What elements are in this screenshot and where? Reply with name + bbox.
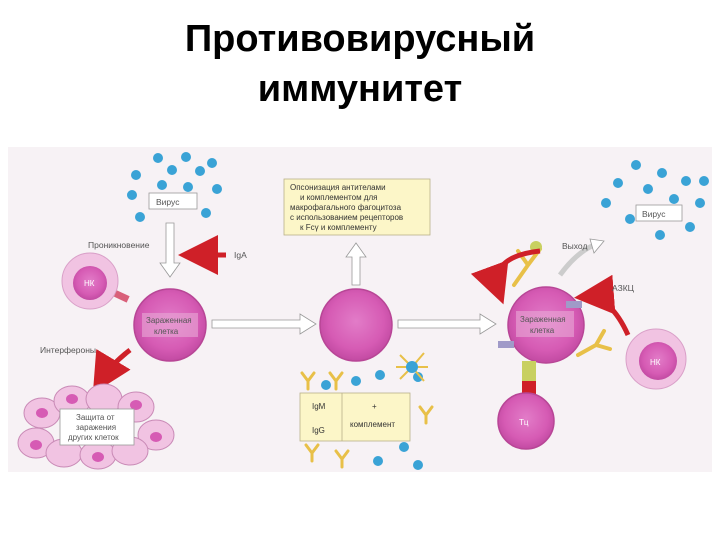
arrow-middle-to-right [397, 313, 497, 335]
iga-label: IgA [234, 250, 247, 260]
infected-cell-right-label-box [516, 311, 574, 337]
virus-label-box-right [635, 204, 683, 222]
infected-cell-left-line2: клетка [154, 327, 179, 336]
penetration-label: Проникновение [88, 240, 150, 250]
tc-label: Тц [519, 418, 529, 427]
penetration-arrow [159, 222, 181, 278]
nk-receptor-left [113, 290, 130, 303]
virus-particles-middle [321, 370, 423, 470]
arrow-left-to-middle [211, 313, 317, 335]
antibodies-right [512, 247, 612, 357]
tc-cell [497, 392, 555, 450]
nk-label-left: НК [84, 279, 95, 288]
virus-label-right: Вирус [642, 209, 666, 219]
title-line-1: Противовирусный [184, 18, 536, 60]
infected-cell-left-label-box [142, 313, 198, 337]
complement-label: комплемент [350, 420, 395, 429]
igm-label: IgM [312, 402, 326, 411]
igg-label: IgG [312, 426, 325, 435]
nk-cell-left-nucleus [73, 266, 107, 300]
protection-line2: заражения [76, 423, 116, 432]
tc-receptor [522, 361, 536, 381]
virus-particles-right [601, 160, 709, 240]
opsonization-line3: макрофагального фагоцитоза [290, 203, 402, 212]
exit-arrow-head [589, 238, 605, 254]
opsonization-line4: с использованием рецепторов [290, 213, 403, 222]
arrow-middle-up [345, 242, 367, 286]
antibody-box [299, 392, 411, 442]
macrophage-icon [396, 352, 428, 382]
antiviral-immunity-diagram: Вирус Проникновение IgA НК Зараженная кл… [8, 147, 712, 472]
exit-arrow [557, 242, 596, 277]
tc-receptor-base [522, 381, 536, 395]
opsonization-line5: к Fcγ и комплементу [300, 223, 377, 232]
receptor-right-2 [566, 301, 582, 308]
red-arrow-top [470, 248, 541, 305]
adcc-arrow [574, 274, 631, 337]
virus-particles-left [127, 152, 222, 222]
infected-cell-right-line2: клетка [530, 326, 555, 335]
virus-label-box [148, 192, 198, 210]
title-line-2: иммунитет [257, 68, 463, 110]
exit-label: Выход [562, 241, 587, 251]
nk-label-right: НК [650, 358, 661, 367]
protected-cells-nuclei [30, 394, 162, 462]
virus-label: Вирус [156, 197, 180, 207]
plus-label: + [372, 402, 377, 411]
adcc-label: АЗКЦ [612, 283, 635, 293]
receptor-right-1 [498, 341, 514, 348]
opsonization-line1: Опсонизация антителами [290, 183, 386, 192]
protection-line1: Защита от [76, 413, 115, 422]
protection-label-box [59, 408, 135, 446]
interferons-label: Интерфероны [40, 345, 96, 355]
interferons-arrow [92, 348, 132, 394]
infected-cell-middle [319, 288, 393, 362]
infected-cell-right-line1: Зараженная [520, 315, 566, 324]
slide-title: Противовирусный иммунитет [0, 14, 720, 114]
opsonization-box [283, 178, 431, 236]
nk-cell-right-nucleus [639, 342, 677, 380]
antibodies-middle [300, 371, 434, 469]
infected-cell-left-line1: Зараженная [146, 316, 192, 325]
opsonization-line2: и комплементом для [300, 193, 377, 202]
protection-line3: других клеток [68, 433, 119, 442]
